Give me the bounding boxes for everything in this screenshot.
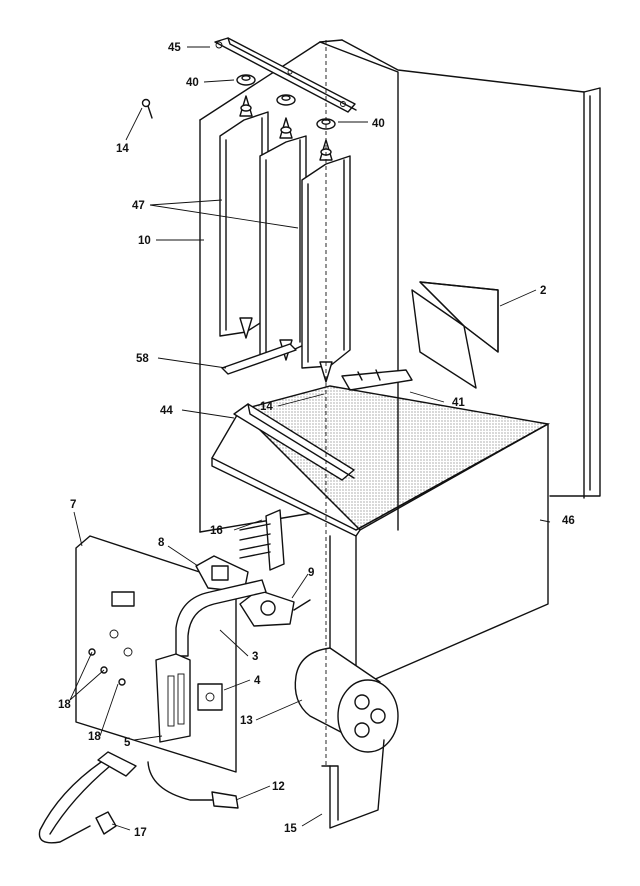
callout-40: 40 [186,77,199,89]
callout-3: 3 [252,651,258,663]
heating-element-2 [259,117,307,361]
side-bracket [341,369,413,391]
callout-18: 18 [58,699,71,711]
filter-panel [411,281,499,389]
bottom-bracket [221,343,297,375]
callout-14: 14 [116,143,129,155]
callout-5: 5 [124,737,131,749]
callout-15: 15 [284,823,297,835]
callout-58: 58 [136,353,149,365]
callout-47: 47 [132,200,145,212]
callout-4: 4 [254,675,261,687]
leader-lines [69,46,551,831]
callout-10: 10 [138,235,151,247]
grommet [236,74,336,130]
mounting-bracket [155,653,191,743]
callout-44: 44 [160,405,173,417]
top-bracket [214,37,357,113]
callout-17: 17 [134,827,147,839]
support-strap [321,40,385,829]
callout-12: 12 [272,781,285,793]
cross-bracket [233,403,355,481]
handle-tube [175,579,267,657]
power-cord [38,751,137,844]
callout-46: 46 [562,515,575,527]
callout-18: 18 [88,731,101,743]
callout-labels: 45 40 40 14 47 10 2 58 44 14 41 7 16 46 … [58,42,575,839]
callout-13: 13 [240,715,253,727]
side-panel [199,41,331,533]
rocker-switch [197,683,223,711]
heating-element-1 [219,95,269,339]
switch [195,555,249,593]
callout-14: 14 [260,401,273,413]
callout-2: 2 [540,285,546,297]
blower-motor [294,647,399,753]
screw [141,98,153,119]
callout-41: 41 [452,397,465,409]
callout-7: 7 [70,499,76,511]
control-panel-plate [75,535,237,773]
callout-16: 16 [210,525,223,537]
sensor-probe [147,761,239,809]
terminal-block [239,509,285,571]
heating-element-3 [301,139,351,383]
callout-45: 45 [168,42,181,54]
callout-9: 9 [308,567,314,579]
callout-8: 8 [158,537,165,549]
callout-40: 40 [372,118,385,130]
